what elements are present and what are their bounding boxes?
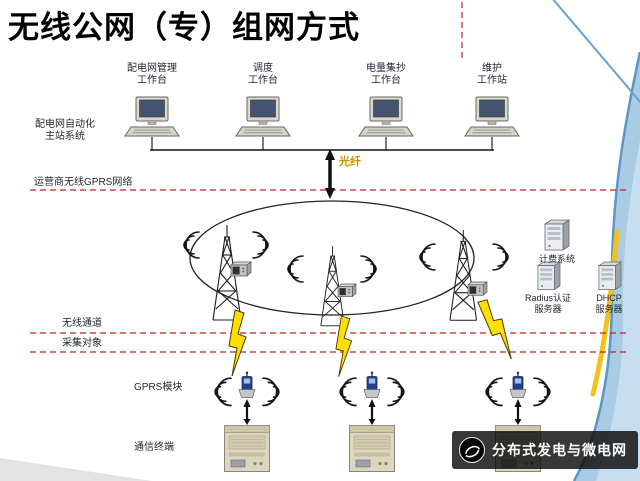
- radio-waves-icon: [262, 377, 280, 407]
- label-gprs-network: 运营商无线GPRS网络: [34, 177, 133, 188]
- gprs-module-icon: [509, 371, 527, 399]
- workstation-network: [124, 96, 520, 151]
- terminal-cabinet-2: [349, 425, 395, 472]
- radio-waves-icon: [533, 377, 551, 407]
- billing-server-icon: [544, 219, 570, 251]
- diagonal-accent-line: [552, 0, 640, 104]
- label-billing-server: 计费系统: [538, 254, 576, 264]
- radio-waves-icon: [287, 255, 304, 283]
- dhcp-server-icon: [598, 261, 622, 291]
- lightning-icon-3: [472, 295, 524, 362]
- transceiver-icon: [337, 283, 357, 298]
- corner-gray-shape: [0, 458, 152, 481]
- transceiver-icon: [230, 261, 252, 277]
- slide-title: 无线公网（专）组网方式: [8, 10, 360, 45]
- transceiver-icon: [467, 281, 488, 296]
- label-gprs-module: GPRS模块: [134, 382, 183, 393]
- watermark-bar: 分布式发电与微电网: [452, 431, 638, 469]
- label-dhcp-server: DHCP 服务器: [595, 293, 623, 314]
- module-terminal-arrow-3: [514, 399, 522, 425]
- fiber-double-arrow-icon: [325, 149, 335, 199]
- watermark-logo-icon: [459, 437, 485, 463]
- gprs-module-icon: [238, 371, 256, 399]
- terminal-cabinet-1: [224, 425, 270, 472]
- label-radius-server: Radius认证 服务器: [524, 293, 572, 314]
- label-comm-terminal: 通信终端: [134, 442, 174, 453]
- radio-waves-icon: [485, 377, 503, 407]
- radius-server-icon: [537, 261, 561, 291]
- label-master-system: 配电网自动化 主站系统: [35, 119, 95, 142]
- watermark-text: 分布式发电与微电网: [492, 442, 627, 458]
- workstation-label-4: 维护 工作站: [477, 63, 507, 86]
- radio-waves-icon: [387, 377, 405, 407]
- computer-icon-4: [464, 96, 520, 137]
- radio-waves-icon: [183, 231, 200, 259]
- antenna-tower-icon: [449, 229, 478, 321]
- radio-waves-icon: [419, 243, 436, 271]
- radio-waves-icon: [339, 377, 357, 407]
- radio-waves-icon: [252, 231, 269, 259]
- gprs-cloud-ellipse: [189, 200, 475, 316]
- lightning-icon-2: [335, 315, 353, 378]
- label-collection-target: 采集对象: [62, 338, 102, 349]
- workstation-label-1: 配电网管理 工作台: [127, 63, 177, 86]
- radio-waves-icon: [360, 255, 377, 283]
- radio-waves-icon: [492, 243, 509, 271]
- workstation-label-3: 电量集抄 工作台: [366, 63, 406, 86]
- workstation-label-2: 调度 工作台: [248, 63, 278, 86]
- gprs-module-icon: [363, 371, 381, 399]
- label-fiber-link: 光纤: [339, 156, 361, 168]
- label-wireless-channel: 无线通道: [62, 318, 102, 329]
- module-terminal-arrow-2: [368, 399, 376, 425]
- radio-waves-icon: [214, 377, 232, 407]
- module-terminal-arrow-1: [243, 399, 251, 425]
- computer-icon-3: [358, 96, 414, 137]
- base-station-3: [419, 229, 509, 321]
- computer-icon-2: [235, 96, 291, 137]
- yellow-accent-stripe: [590, 229, 620, 397]
- computer-icon-1: [124, 96, 180, 137]
